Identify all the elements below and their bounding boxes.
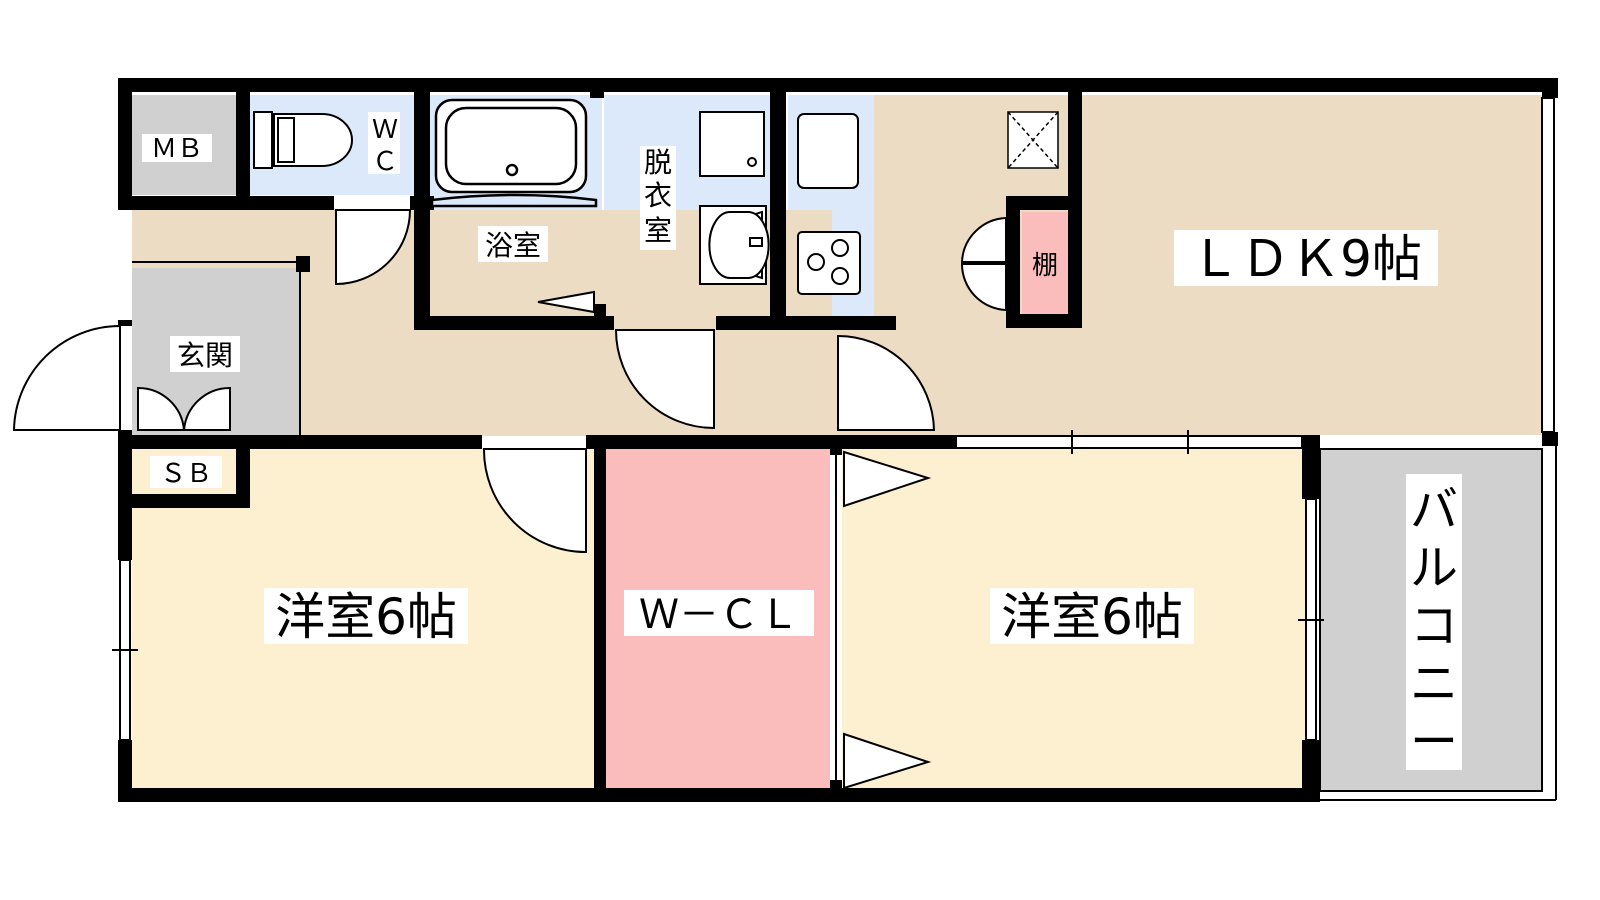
balcony-label-2: ル [1410, 540, 1458, 596]
toilet-icon [253, 111, 353, 169]
wc-label-line1: Ｗ [372, 115, 398, 145]
wc-label-line2: Ｃ [372, 147, 398, 177]
closet-door-icon [537, 290, 932, 790]
balcony-label-4: ニ [1410, 656, 1458, 712]
wcl-label: Ｗ－ＣＬ [639, 592, 799, 638]
refrigerator-space-icon [1007, 111, 1059, 169]
kitchen-sink-icon [797, 113, 859, 189]
mb-label: ＭＢ [151, 134, 203, 164]
door-swing-icon [12, 209, 1007, 554]
walls [118, 78, 1558, 802]
entrance-label: 玄関 [177, 339, 233, 372]
balcony-label-5: ー [1410, 714, 1458, 770]
gas-stove-icon [797, 231, 861, 295]
washing-machine-icon [699, 111, 765, 177]
ldk-label: ＬＤＫ9帖 [1190, 230, 1422, 288]
balcony-label-1: バ [1410, 482, 1458, 538]
dressing-label-3: 室 [644, 214, 672, 247]
bedroom-left-label: 洋室6帖 [275, 588, 457, 646]
dressing-label-2: 衣 [644, 179, 672, 212]
bedroom-right-label: 洋室6帖 [1001, 588, 1183, 646]
washbasin-icon [699, 205, 770, 285]
bathtub-icon [430, 98, 598, 208]
shelf-label: 棚 [1032, 251, 1058, 281]
window-icon [112, 97, 1555, 741]
bath-label: 浴室 [485, 229, 541, 262]
sb-label: ＳＢ [160, 459, 212, 489]
shelf-unit [1022, 212, 1068, 318]
dressing-label-1: 脱 [644, 146, 672, 179]
room-labels: ＭＢ Ｗ Ｃ 浴室 脱 衣 室 棚 ＬＤＫ9帖 玄関 ＳＢ 洋室6帖 Ｗ－ＣＬ … [142, 112, 1462, 770]
balcony-label-3: コ [1410, 598, 1458, 654]
